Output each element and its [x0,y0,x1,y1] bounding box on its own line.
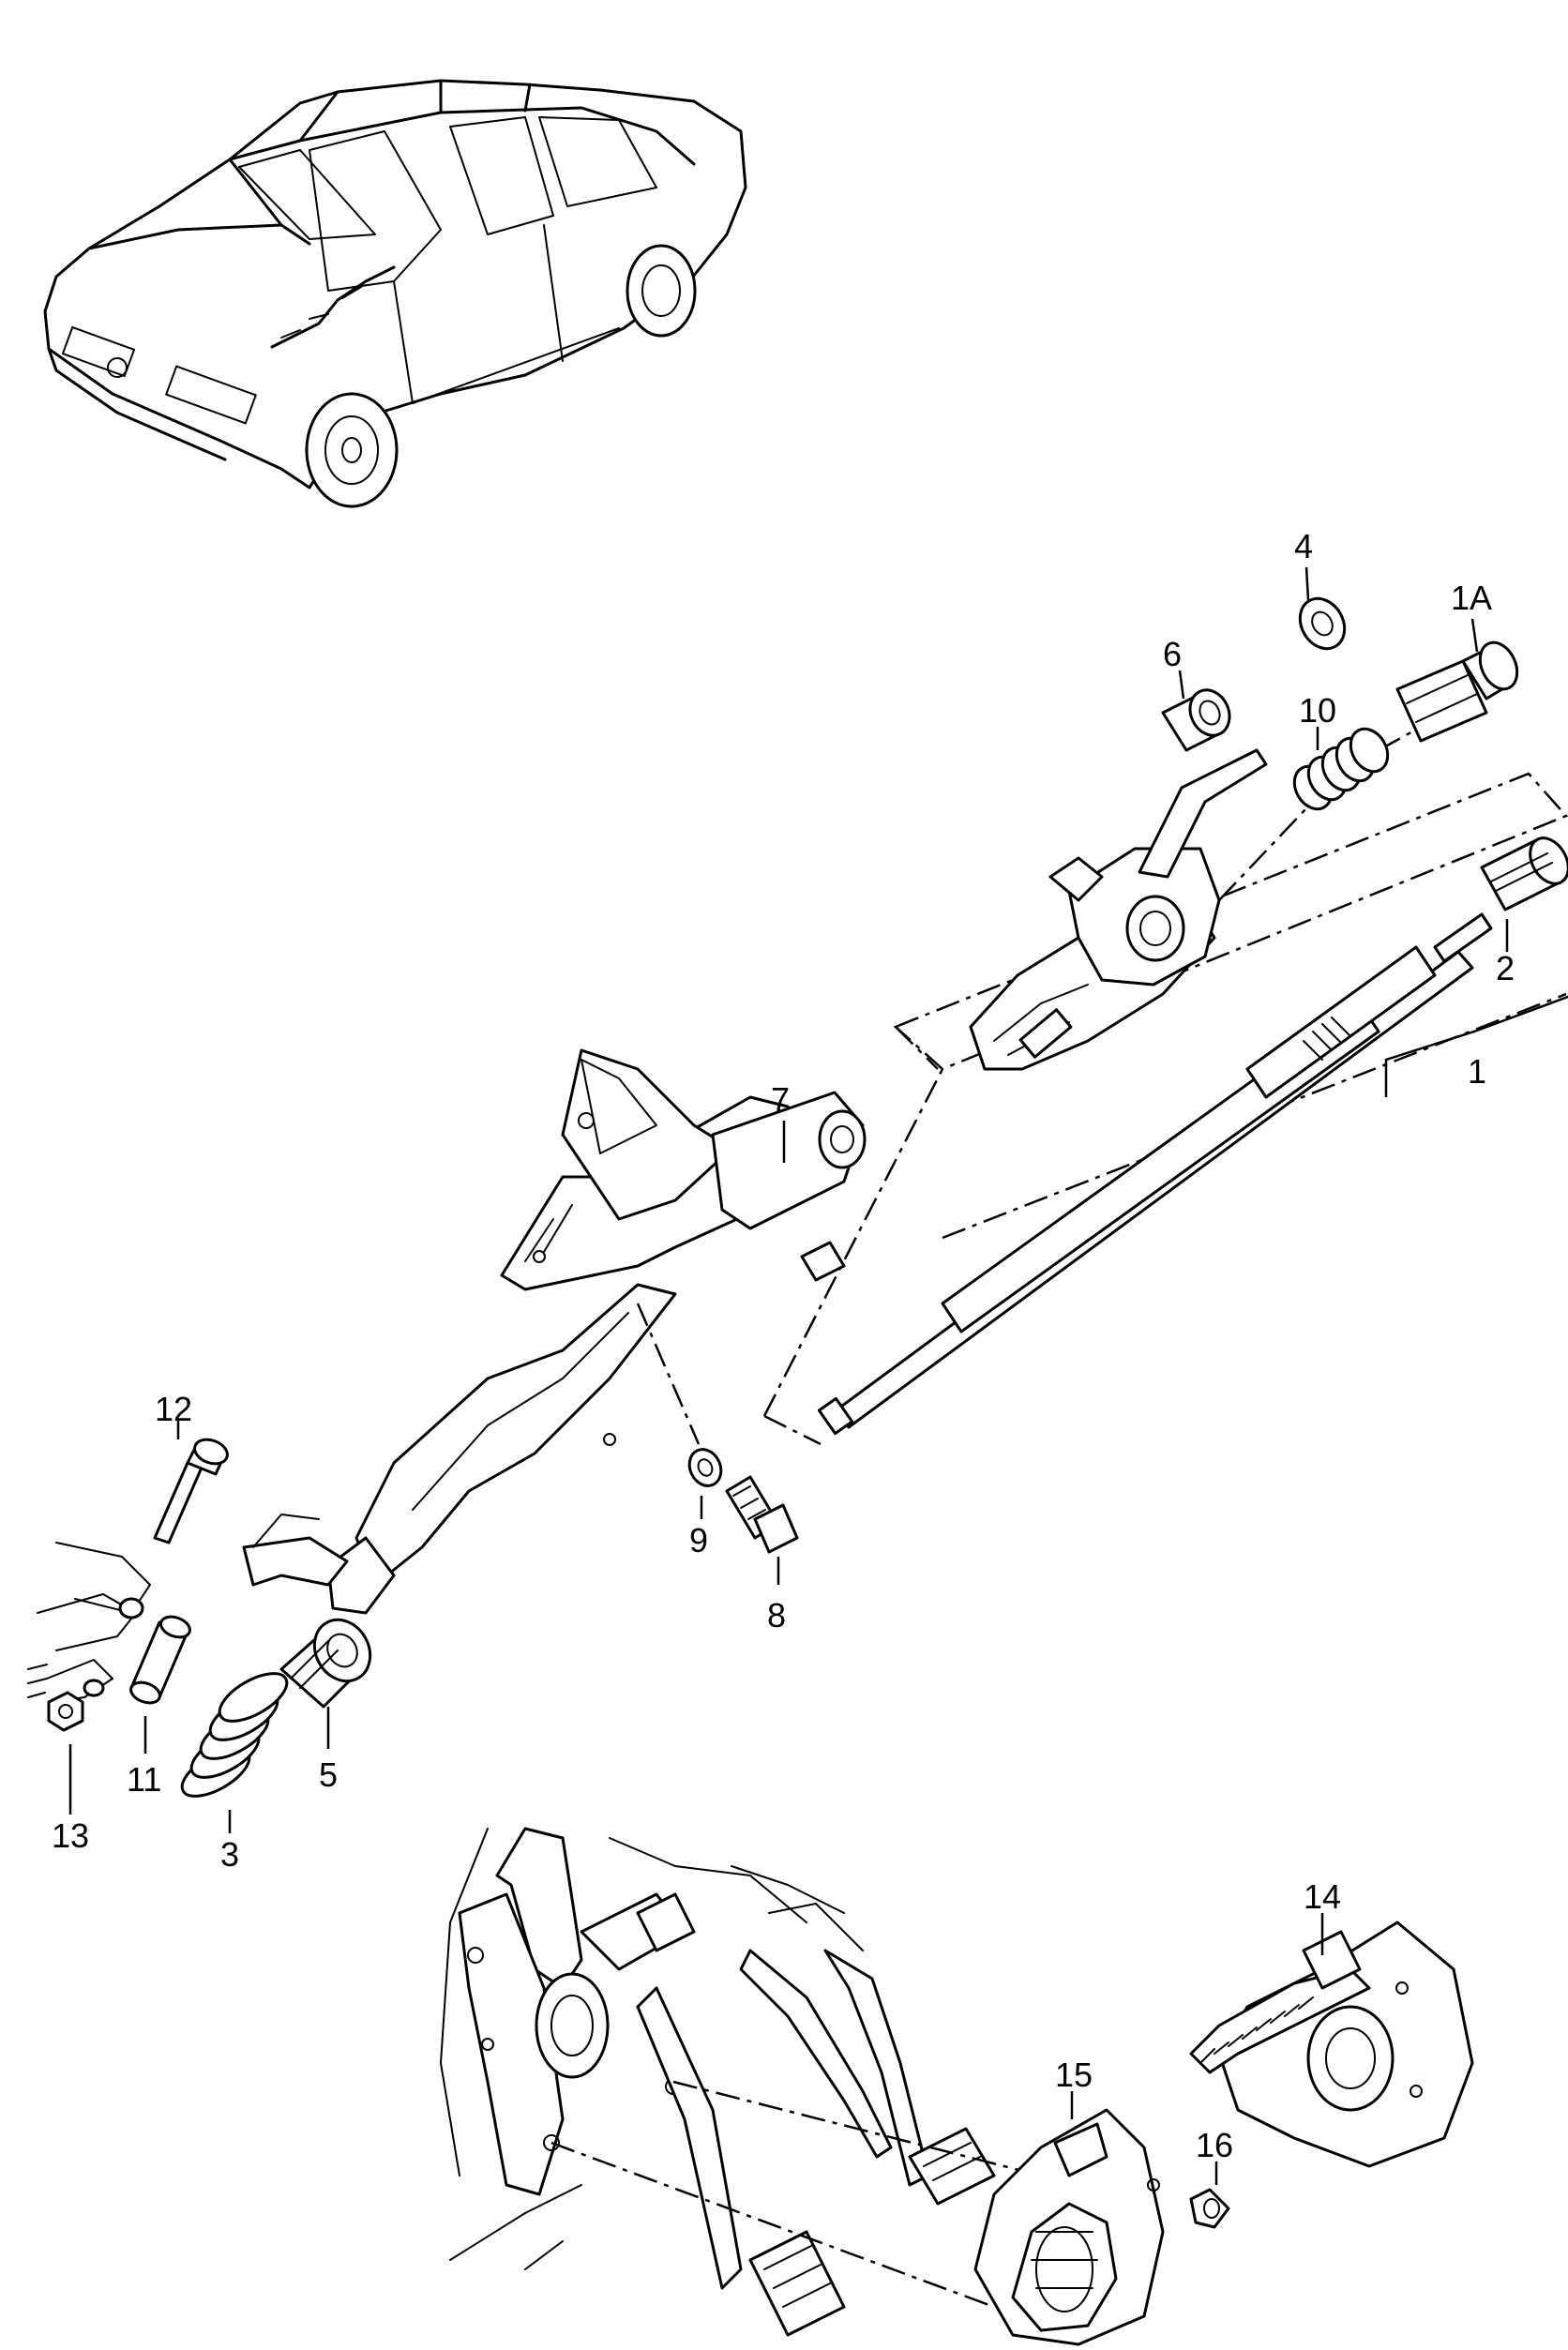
label-part-9: 9 [689,1521,708,1559]
bearing-5 [279,1618,372,1709]
column-tube-bracket [242,1048,867,1615]
shaft-end-adapter [1395,640,1519,743]
label-part-7: 7 [771,1080,790,1119]
washer-9 [687,1448,723,1487]
boot-14 [1189,1921,1474,2168]
spring-10 [1292,727,1390,811]
seal-plate-15 [973,2108,1165,2346]
label-part-3: 3 [220,1835,239,1874]
clip-16 [1189,2188,1230,2229]
label-part-14: 14 [1304,1877,1341,1916]
nut-13 [47,1691,84,1732]
label-part-2: 2 [1496,949,1515,987]
steering-shaft [817,912,1493,1436]
bolt-12 [153,1438,229,1544]
bolt-8 [725,1475,799,1554]
pedal-assembly [440,1827,1042,2337]
label-part-12: 12 [155,1390,192,1428]
bushing-6 [1161,688,1231,752]
steering-column-upper-assembly [762,697,1568,1446]
label-part-15: 15 [1055,2056,1093,2094]
label-part-8: 8 [767,1596,786,1634]
label-part-5: 5 [319,1755,338,1794]
washer-4 [1298,596,1347,651]
label-part-13: 13 [52,1816,89,1855]
label-part-1: 1 [1468,1052,1486,1091]
spline-bushing [1480,836,1568,911]
part-number-labels: 4 1A 6 10 2 1 7 12 9 8 11 5 13 3 14 15 1… [52,527,1515,2164]
mounting-bracket-left [27,1542,151,1703]
leader-lines [68,566,1568,2185]
vehicle-illustration [43,79,747,508]
label-part-6: 6 [1163,635,1182,673]
label-part-11: 11 [127,1760,161,1799]
label-part-1a: 1A [1451,579,1492,617]
label-part-16: 16 [1196,2126,1233,2164]
label-part-4: 4 [1294,527,1313,565]
steering-lock-housing [969,748,1268,1071]
label-part-10: 10 [1299,691,1336,730]
spacer-11 [129,1615,191,1705]
spring-3 [180,1672,289,1798]
